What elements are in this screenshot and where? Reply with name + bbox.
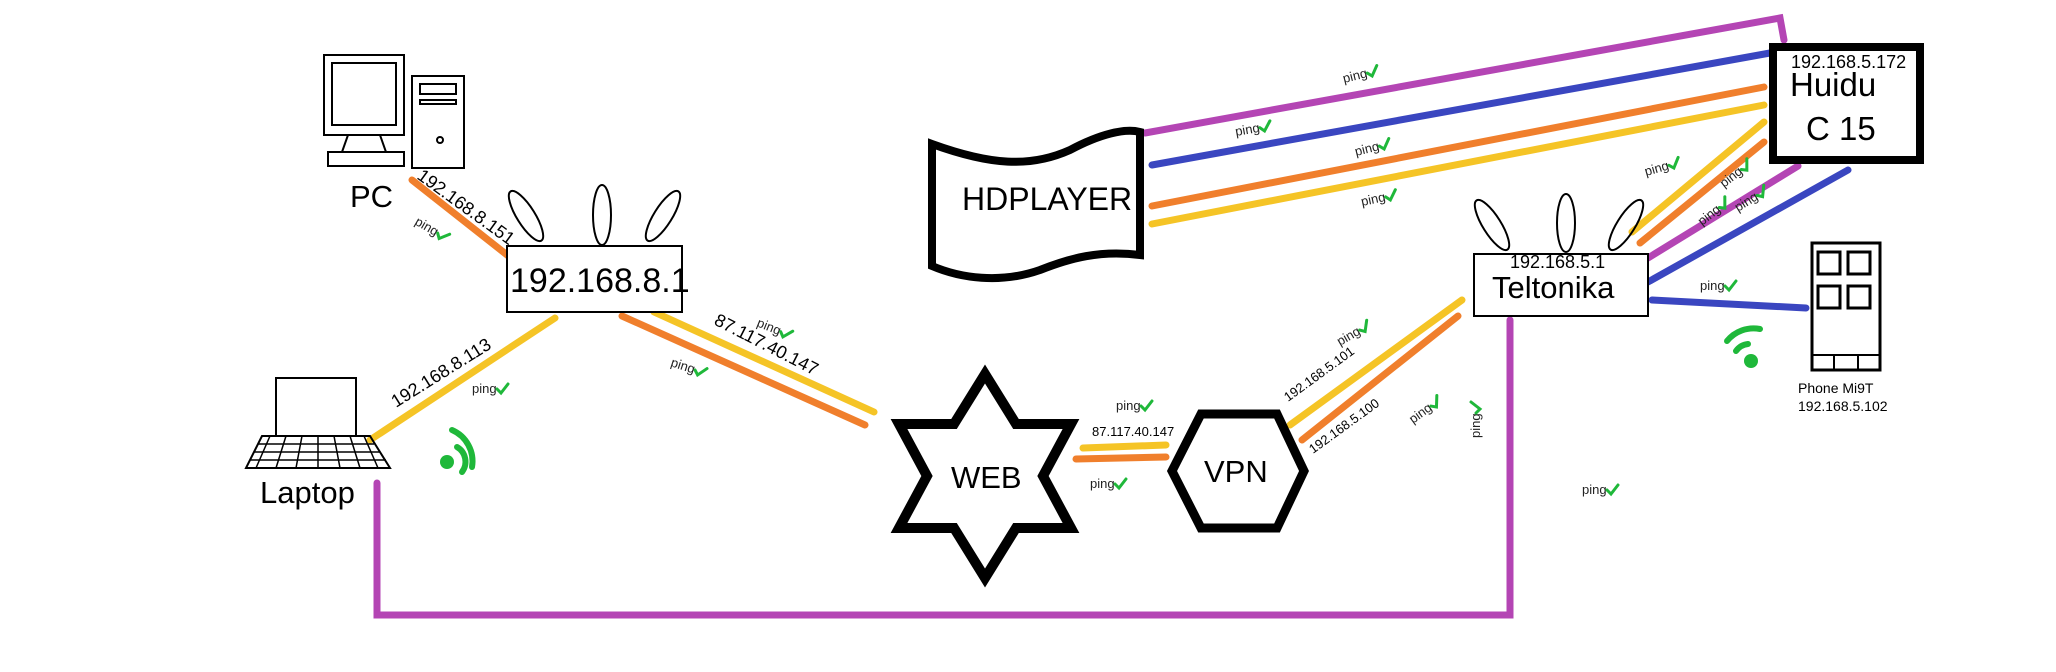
check-icon (1358, 318, 1369, 334)
ping-label: ping (472, 381, 510, 396)
link-pc-router (408, 176, 520, 266)
hdplayer-label: HDPLAYER (962, 181, 1132, 217)
check-icon (1755, 183, 1766, 199)
ping-label: ping (1116, 398, 1154, 413)
ping-label: ping (1700, 278, 1738, 293)
web-star-shape (890, 364, 1080, 588)
huidu-label-line1: Huidu (1790, 66, 1876, 103)
router-icon (506, 184, 683, 313)
ping-label: ping (1353, 137, 1391, 159)
laptop-ip-label: 192.168.8.113 (388, 334, 495, 411)
svg-text:ping: ping (1406, 400, 1435, 427)
check-icon (1469, 400, 1483, 415)
link-vpn-teltonika-yellow (1286, 296, 1466, 429)
link-hdplayer-huidu-orange (1148, 83, 1768, 210)
svg-text:ping: ping (1353, 138, 1380, 159)
link-laptop-teltonika (373, 316, 1514, 619)
svg-text:ping: ping (1116, 398, 1141, 413)
svg-text:ping: ping (1582, 482, 1607, 497)
ping-label: ping (1732, 183, 1766, 215)
check-icon (1365, 64, 1379, 79)
check-icon (1113, 477, 1128, 491)
link-teltonika-huidu-yellow (1628, 118, 1768, 236)
phone-ip: 192.168.5.102 (1798, 398, 1888, 414)
vpn-hexagon-shape (1166, 409, 1309, 533)
connections (366, 13, 1852, 619)
ping-label: ping (1234, 119, 1272, 139)
web-vpn-ip-label: 87.117.40.147 (1092, 424, 1174, 439)
hdplayer-shape (928, 126, 1144, 283)
ping-label: ping (1468, 400, 1483, 438)
huidu-ip: 192.168.5.172 (1791, 52, 1906, 72)
svg-text:ping: ping (1360, 189, 1387, 209)
huidu-box (1769, 43, 1924, 164)
link-hdplayer-huidu-yellow (1148, 101, 1768, 228)
ping-label: ping (669, 355, 709, 378)
ping-label: ping (413, 214, 452, 241)
ping-label: ping (1341, 64, 1379, 86)
router-label: 192.168.8.1 (510, 262, 690, 300)
check-icon (693, 367, 709, 378)
pc-label: PC (350, 179, 393, 214)
svg-text:ping: ping (1700, 278, 1725, 293)
link-web-vpn-orange (1072, 453, 1170, 463)
ping-label: ping (1643, 155, 1680, 179)
link-hdplayer-huidu-blue (1148, 49, 1774, 169)
svg-text:ping: ping (1717, 163, 1746, 190)
check-icon (1667, 155, 1680, 171)
link-router-web-yellow (650, 308, 878, 416)
check-icon (495, 382, 510, 396)
check-icon (779, 329, 795, 340)
check-icon (1258, 119, 1272, 134)
link-teltonika-huidu-purple (1644, 162, 1802, 262)
check-icon (436, 231, 452, 241)
huidu-label-line2: C 15 (1806, 110, 1876, 147)
ping-label: ping (1406, 394, 1439, 427)
wifi-icon-phone (1724, 325, 1763, 368)
link-vpn-teltonika-orange (1298, 312, 1462, 444)
web-label: WEB (951, 460, 1022, 495)
phone-label: Phone Mi9T (1798, 380, 1874, 396)
link-web-vpn-yellow (1079, 441, 1170, 452)
teltonika-router-icon (1473, 193, 1649, 317)
svg-text:ping: ping (472, 381, 497, 396)
ping-label: ping (1360, 188, 1397, 209)
pc-icon (323, 54, 465, 169)
vpn-label: VPN (1204, 454, 1268, 489)
svg-text:ping: ping (669, 355, 697, 377)
check-icon (1139, 399, 1154, 413)
link-teltonika-phone (1648, 296, 1810, 312)
laptop-label: Laptop (260, 475, 355, 510)
check-icon (1384, 188, 1397, 203)
svg-text:ping: ping (1234, 120, 1261, 139)
laptop-icon (244, 377, 392, 469)
teltonika-label: Teltonika (1492, 270, 1615, 305)
ping-label: ping (1334, 318, 1369, 349)
link-teltonika-huidu-blue (1644, 166, 1852, 286)
check-icon (1429, 394, 1439, 409)
svg-text:ping: ping (1468, 413, 1483, 438)
link-router-laptop (366, 314, 559, 444)
link-hdplayer-huidu-purple (1141, 13, 1788, 137)
wifi-icon (440, 427, 476, 475)
check-icon (1377, 137, 1391, 152)
ping-label: ping (1090, 476, 1128, 491)
phone-icon (1810, 241, 1882, 372)
svg-text:ping: ping (1341, 65, 1368, 86)
teltonika-ip-a-label: 192.168.5.101 (1281, 343, 1357, 404)
check-icon (1605, 483, 1620, 497)
link-router-web-orange (618, 312, 869, 429)
svg-text:ping: ping (1643, 158, 1671, 179)
svg-text:ping: ping (1090, 476, 1115, 491)
check-icon (1717, 195, 1727, 210)
check-icon (1739, 157, 1749, 172)
ping-label: ping (1582, 482, 1620, 497)
link-teltonika-huidu-orange (1636, 138, 1768, 247)
teltonika-ip: 192.168.5.1 (1510, 252, 1605, 272)
check-icon (1723, 279, 1738, 293)
